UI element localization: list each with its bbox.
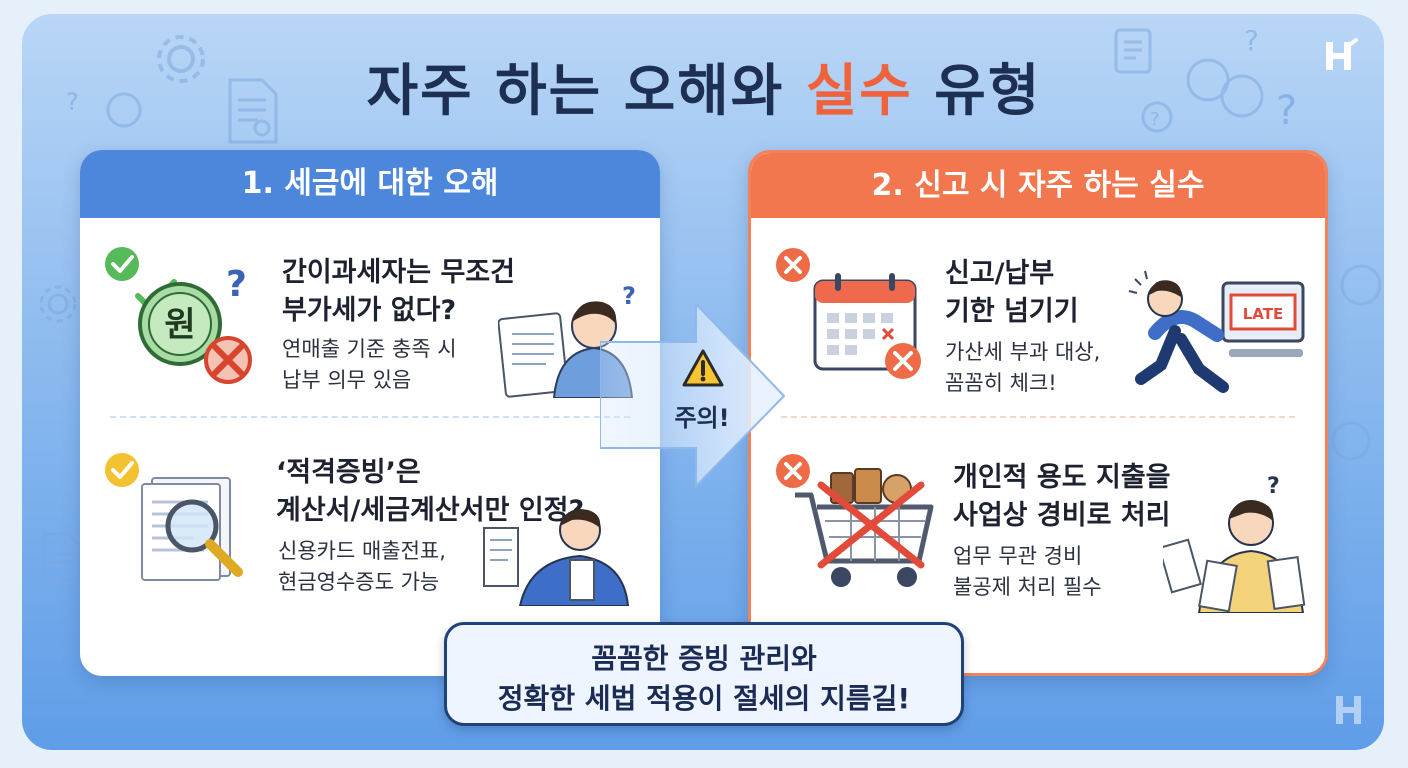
callout-line: 꼼꼼한 증빙 관리와	[591, 642, 817, 675]
title-line: 부가세가 없다?	[282, 295, 457, 326]
desc-line: 신용카드 매출전표,	[278, 539, 446, 563]
title-prefix: 자주 하는 오해와	[366, 59, 806, 124]
misconceptions-card: 1. 세금에 대한 오해 원 ? 간이과세자는 무조건 부가세가 없다? 연매출…	[80, 150, 660, 676]
question-mark-icon	[1340, 264, 1382, 306]
svg-text:?: ?	[226, 264, 247, 305]
title-line: ‘적격증빙’은	[276, 457, 421, 488]
check-badge-icon	[105, 453, 139, 487]
document-icon	[42, 532, 82, 582]
worried-person-receipts-illustration: ?	[1163, 474, 1306, 613]
svg-text:?: ?	[1267, 474, 1280, 499]
coin-icon	[1331, 421, 1371, 461]
mistakes-card: 2. 신고 시 자주 하는 실수 신고/납부 기한 넘기기 가산세 부과 대상,…	[748, 150, 1328, 676]
question-mark-icon: ?	[1141, 101, 1173, 133]
svg-text:?: ?	[1244, 24, 1259, 57]
svg-text:?: ?	[1276, 88, 1297, 134]
won-coin-illustration: 원 ?	[135, 264, 252, 384]
clipboard-icon	[1114, 28, 1152, 74]
svg-text:?: ?	[622, 282, 636, 310]
coin-stack-icon	[1186, 58, 1264, 118]
title-line: 사업상 경비로 처리	[953, 500, 1171, 531]
warning-triangle-icon	[682, 349, 724, 387]
title-accent: 실수	[805, 59, 913, 124]
item-description: 가산세 부과 대상, 꼼꼼히 체크!	[945, 337, 1100, 399]
receipt-person-illustration	[483, 509, 630, 606]
item-description: 업무 무관 경비 불공제 처리 필수	[953, 541, 1102, 603]
title-line: 간이과세자는 무조건	[282, 257, 515, 288]
shopping-cart-illustration	[795, 468, 934, 587]
desc-line: 가산세 부과 대상,	[945, 340, 1101, 364]
coin-icon	[106, 92, 142, 128]
callout-line: 정확한 세법 적용이 절세의 지름길!	[497, 682, 911, 715]
title-line: 개인적 용도 지출을	[953, 462, 1171, 493]
desc-line: 연매출 기준 충족 시	[282, 337, 457, 361]
title-line: 신고/납부	[945, 258, 1055, 289]
desc-line: 현금영수증도 가능	[278, 570, 440, 594]
caution-label: 주의!	[674, 404, 730, 432]
title-line: 계산서/세금계산서만 인정?	[276, 495, 585, 526]
document-icon	[228, 78, 278, 144]
brand-logo-watermark	[1336, 696, 1361, 724]
card-header: 1. 세금에 대한 오해	[80, 150, 660, 218]
x-badge-icon	[776, 248, 810, 282]
caution-arrow	[600, 301, 786, 489]
question-mark-icon: ?	[1276, 88, 1297, 134]
won-coin-text: 원	[164, 305, 195, 345]
summary-callout: 꼼꼼한 증빙 관리와 정확한 세법 적용이 절세의 지름길!	[444, 622, 964, 726]
svg-text:?: ?	[1150, 109, 1160, 130]
question-mark-icon: ?	[66, 88, 79, 116]
divider	[781, 416, 1295, 418]
desc-line: 업무 무관 경비	[953, 544, 1083, 568]
title-line: 기한 넘기기	[945, 296, 1079, 327]
question-mark-icon: ?	[1244, 24, 1259, 57]
item-title: 개인적 용도 지출을 사업상 경비로 처리	[953, 459, 1171, 535]
desc-line: 납부 의무 있음	[282, 368, 412, 392]
item-description: 신용카드 매출전표, 현금영수증도 가능	[278, 536, 446, 598]
desc-line: 꼼꼼히 체크!	[945, 371, 1057, 395]
gear-icon	[39, 285, 77, 323]
late-screen-text: LATE	[1243, 305, 1283, 323]
item-description: 연매출 기준 충족 시 납부 의무 있음	[282, 334, 457, 396]
document-magnifier-illustration	[141, 477, 243, 581]
item-title: 신고/납부 기한 넘기기	[945, 255, 1079, 331]
gear-icon	[157, 35, 205, 83]
title-suffix: 유형	[912, 59, 1042, 124]
check-badge-icon	[105, 247, 139, 281]
item-title: ‘적격증빙’은 계산서/세금계산서만 인정?	[276, 454, 584, 530]
calendar-overdue-illustration	[813, 273, 921, 379]
item-title: 간이과세자는 무조건 부가세가 없다?	[282, 254, 515, 330]
page-title: 자주 하는 오해와 실수 유형	[0, 46, 1408, 127]
x-badge-icon	[776, 454, 810, 488]
svg-text:?: ?	[66, 88, 79, 116]
divider	[110, 416, 630, 418]
card-header: 2. 신고 시 자주 하는 실수	[751, 153, 1325, 218]
late-runner-illustration: LATE	[1128, 270, 1305, 393]
desc-line: 불공제 처리 필수	[953, 575, 1102, 599]
brand-logo	[1326, 38, 1358, 70]
